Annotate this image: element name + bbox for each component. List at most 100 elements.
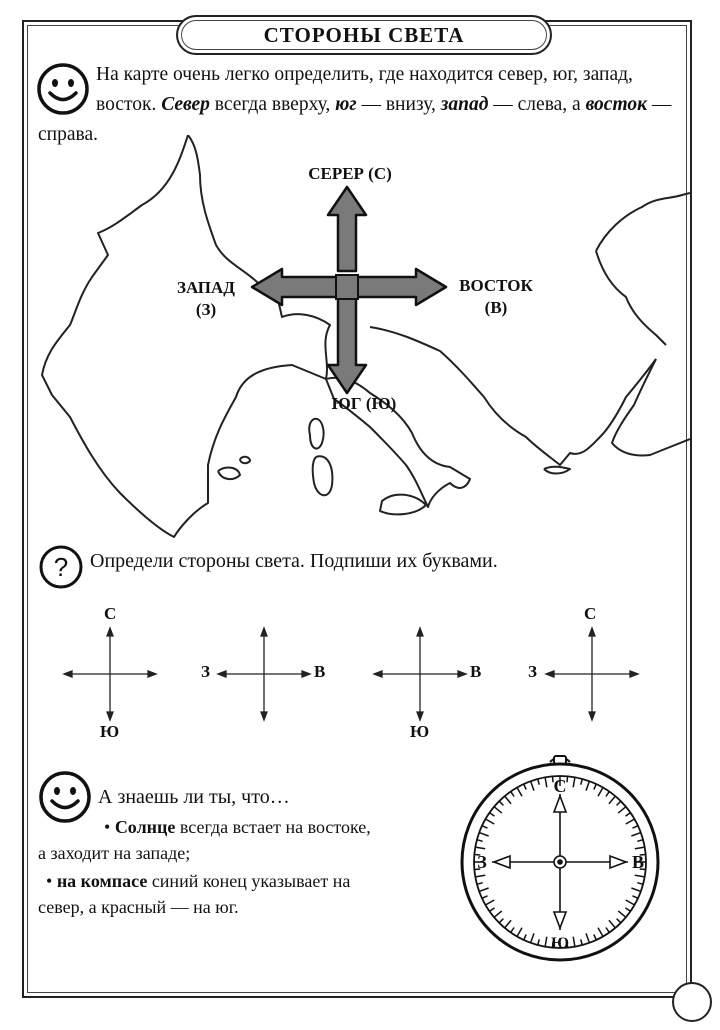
compass-tick (634, 846, 645, 850)
page-number-circle (672, 982, 712, 1022)
compass-tick (536, 778, 541, 785)
intro-text-mid1: всегда вверху, (209, 94, 336, 115)
compass-tick (608, 795, 616, 805)
compass-tick (637, 881, 644, 886)
intro-south-word: юг (335, 94, 357, 115)
exercise-4-west-label: З (528, 662, 537, 681)
map-label-east-word: ВОСТОК (459, 276, 533, 295)
compass-tick (617, 910, 627, 918)
compass-tick (625, 812, 631, 817)
compass-tick (608, 919, 616, 929)
map-corsica (308, 417, 325, 450)
smiley-icon-2 (39, 771, 91, 823)
compass-tick (516, 927, 523, 937)
exercise-3-south-label: Ю (410, 722, 430, 741)
intro-text-end: — справа. (38, 94, 672, 145)
map-direction-arrows (250, 185, 448, 395)
compass-needle (491, 793, 629, 931)
intro-west-word: запад (440, 94, 489, 115)
fact-sun-line-1: • Солнце всегда встает на востоке, (104, 817, 371, 837)
intro-east-word: восток (585, 94, 647, 115)
intro-north-word: Север (161, 94, 210, 115)
compass-tick (544, 777, 548, 788)
compass-tick (544, 936, 548, 947)
compass-label-east: В (632, 852, 644, 872)
compass-tick (485, 899, 495, 906)
exercise-2-east-label: В (314, 662, 326, 681)
map-label-south: ЮГ (Ю) (332, 394, 397, 413)
compass-tick (579, 939, 584, 946)
exercise-1-north-label: С (104, 604, 117, 623)
map-sardinia (311, 455, 334, 497)
arrow-north-shape (326, 185, 368, 273)
compass-tick (498, 918, 504, 924)
compass-tick (625, 899, 635, 906)
map-label-north: СЕРЕР (С) (308, 164, 392, 183)
compass-tick (475, 846, 486, 850)
exercise-cross-1 (62, 626, 158, 722)
compass-tick (529, 780, 535, 791)
smiley-icon (37, 63, 89, 115)
compass-tick (634, 874, 645, 878)
compass-tick (631, 887, 642, 893)
exercise-cross-2 (216, 626, 312, 722)
map-asia-minor (611, 358, 690, 457)
compass-tick (523, 783, 527, 790)
compass-tick (625, 907, 631, 912)
fact-compass-line-1: • на компасе синий конец указывает на (46, 871, 351, 891)
intro-text-mid2: — внизу, (356, 94, 441, 115)
exercise-1-south-label: Ю (100, 722, 120, 741)
compass-tick (585, 780, 591, 791)
compass-tick (605, 927, 610, 933)
map-crete (543, 465, 571, 475)
compass-tick (481, 825, 488, 829)
arrow-center (335, 274, 359, 300)
compass-tick (475, 874, 486, 878)
map-label-west-word: ЗАПАД (177, 278, 235, 297)
map-balkans (369, 326, 657, 466)
compass-tick (493, 910, 503, 918)
compass-tick (572, 936, 576, 947)
compass-tick (478, 887, 489, 893)
fact-compass-line-2: север, а красный — на юг. (38, 897, 239, 917)
compass-tick (489, 907, 495, 912)
intro-text-mid3: — слева, а (488, 94, 586, 115)
compass-tick (616, 800, 622, 806)
fact-sun-bold: Солнце (114, 817, 176, 837)
fact-sun-line-2: а заходит на западе; (38, 843, 191, 863)
compass-tick (616, 918, 622, 924)
map-sicily (379, 493, 427, 516)
compass-label-north: С (554, 776, 567, 796)
compass-tick (474, 853, 481, 856)
question-mark: ? (54, 552, 68, 582)
intro-text-start: На карте очень легко определить, где нах… (96, 64, 633, 115)
compass-tick (593, 783, 597, 790)
compass-tick (637, 838, 644, 843)
intro-paragraph: На карте очень легко определить, где нах… (37, 60, 678, 150)
exercise-cross-4 (544, 626, 640, 722)
compass-tick (529, 933, 535, 944)
compass-tick (632, 895, 639, 899)
compass-tick (476, 881, 483, 886)
page-title: СТОРОНЫ СВЕТА (176, 15, 552, 55)
compass-tick (572, 777, 576, 788)
compass-tick (566, 941, 569, 948)
compass-tick (639, 853, 646, 856)
map-north-east-coast (595, 192, 690, 252)
compass-tick (639, 868, 646, 871)
map-balearic (217, 466, 241, 481)
compass-tick (597, 787, 604, 797)
compass-tick (523, 934, 527, 941)
europe-map: СЕРЕР (С) ЗАПАД (З) ВОСТОК (В) ЮГ (Ю) (41, 135, 690, 538)
compass-tick (536, 939, 541, 946)
compass-tick (617, 806, 627, 814)
compass-tick (551, 941, 554, 948)
compass-label-south: Ю (551, 935, 569, 952)
compass-tick (566, 776, 569, 783)
compass-tick (504, 919, 512, 929)
fact-compass-rest-a: синий конец указывает на (147, 871, 351, 891)
map-north-east-coast-2 (595, 250, 667, 346)
fact-sun-rest-a: всегда встает на востоке, (175, 817, 371, 837)
fact-compass-bold: на компасе (56, 871, 148, 891)
map-label-west-letter: (З) (196, 300, 216, 319)
